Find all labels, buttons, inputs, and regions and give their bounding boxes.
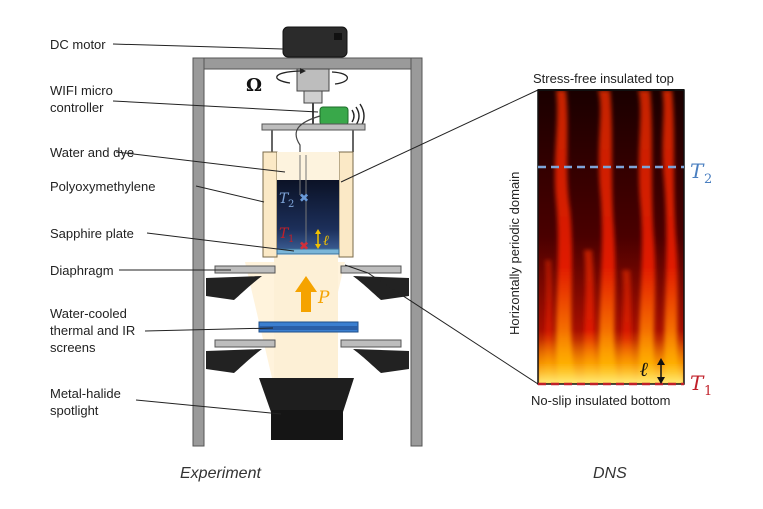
t1-subscript: 1 (288, 234, 294, 245)
rotation-shaft (296, 68, 330, 126)
power-arrow-icon (295, 276, 317, 312)
dns-t2-symbol: T (690, 159, 705, 183)
label-wifi-line2: controller (50, 100, 104, 115)
cooled-screen-shadow (259, 326, 358, 330)
dns-ell-arrowhead-up-icon (657, 358, 665, 365)
label-cooled-line1: Water-cooled (50, 306, 127, 321)
zoom-line-bottom-stub (344, 264, 369, 274)
caption-experiment: Experiment (180, 465, 261, 482)
label-diaphragm: Diaphragm (50, 263, 114, 278)
label-polyoxymethylene: Polyoxymethylene (50, 179, 156, 194)
dns-t1-symbol: T (690, 371, 705, 395)
lens-holder-lower-right (353, 349, 409, 373)
t2-subscript: 2 (288, 199, 294, 210)
lens-holder-lower-left (206, 349, 262, 373)
dns-field (538, 90, 684, 384)
sapphire-plate (276, 248, 340, 255)
omega-symbol: Ω (246, 75, 262, 96)
caption-dns: DNS (593, 465, 627, 482)
t1-marker-icon: ✖ (299, 239, 309, 253)
rotation-arrow-icon (276, 70, 349, 85)
ell-arrowhead-up-icon (315, 229, 321, 234)
dns-top-label: Stress-free insulated top (533, 71, 674, 86)
t2-symbol: T (279, 191, 290, 207)
lens-holder-upper-left (206, 276, 262, 300)
spotlight (259, 378, 354, 440)
tank-lid (261, 123, 366, 131)
dc-motor (282, 26, 348, 58)
label-wifi-line1: WIFI micro (50, 83, 113, 98)
tank-water (277, 180, 339, 250)
dns-bottom-label: No-slip insulated bottom (531, 393, 671, 408)
zoom-line-bottom (367, 272, 539, 385)
label-cooled-line2: thermal and IR (50, 323, 136, 338)
dns-t1-subscript: 1 (704, 384, 712, 399)
lens-holder-upper-right (353, 276, 409, 300)
label-water-dye: Water and dye (50, 145, 135, 160)
rotation-arrowhead-icon (300, 68, 306, 74)
t1-symbol: T (279, 226, 290, 242)
label-dc-motor: DC motor (50, 37, 106, 52)
dns-ell-symbol: ℓ (640, 357, 649, 381)
label-spotlight-line2: spotlight (50, 403, 99, 418)
lower-plates (214, 339, 402, 348)
dns-t2-subscript: 2 (704, 172, 712, 187)
dns-side-label: Horizontally periodic domain (507, 172, 522, 335)
ell-arrowhead-down-icon (315, 244, 321, 249)
power-symbol: P (317, 288, 330, 308)
tank-wall-right (338, 151, 354, 258)
label-spotlight-line1: Metal-halide (50, 386, 121, 401)
tank-upper-clear (277, 152, 339, 180)
ell-symbol: ℓ (323, 233, 329, 249)
leader-lines (112, 43, 319, 415)
tank-wall-left (262, 151, 278, 258)
zoom-line-top (340, 89, 539, 183)
light-beam-column (274, 255, 338, 380)
label-cooled-line3: screens (50, 340, 96, 355)
label-sapphire-plate: Sapphire plate (50, 226, 134, 241)
t2-marker-icon: ✖ (299, 191, 309, 205)
dns-ell-arrowhead-down-icon (657, 377, 665, 384)
wire (295, 115, 321, 195)
